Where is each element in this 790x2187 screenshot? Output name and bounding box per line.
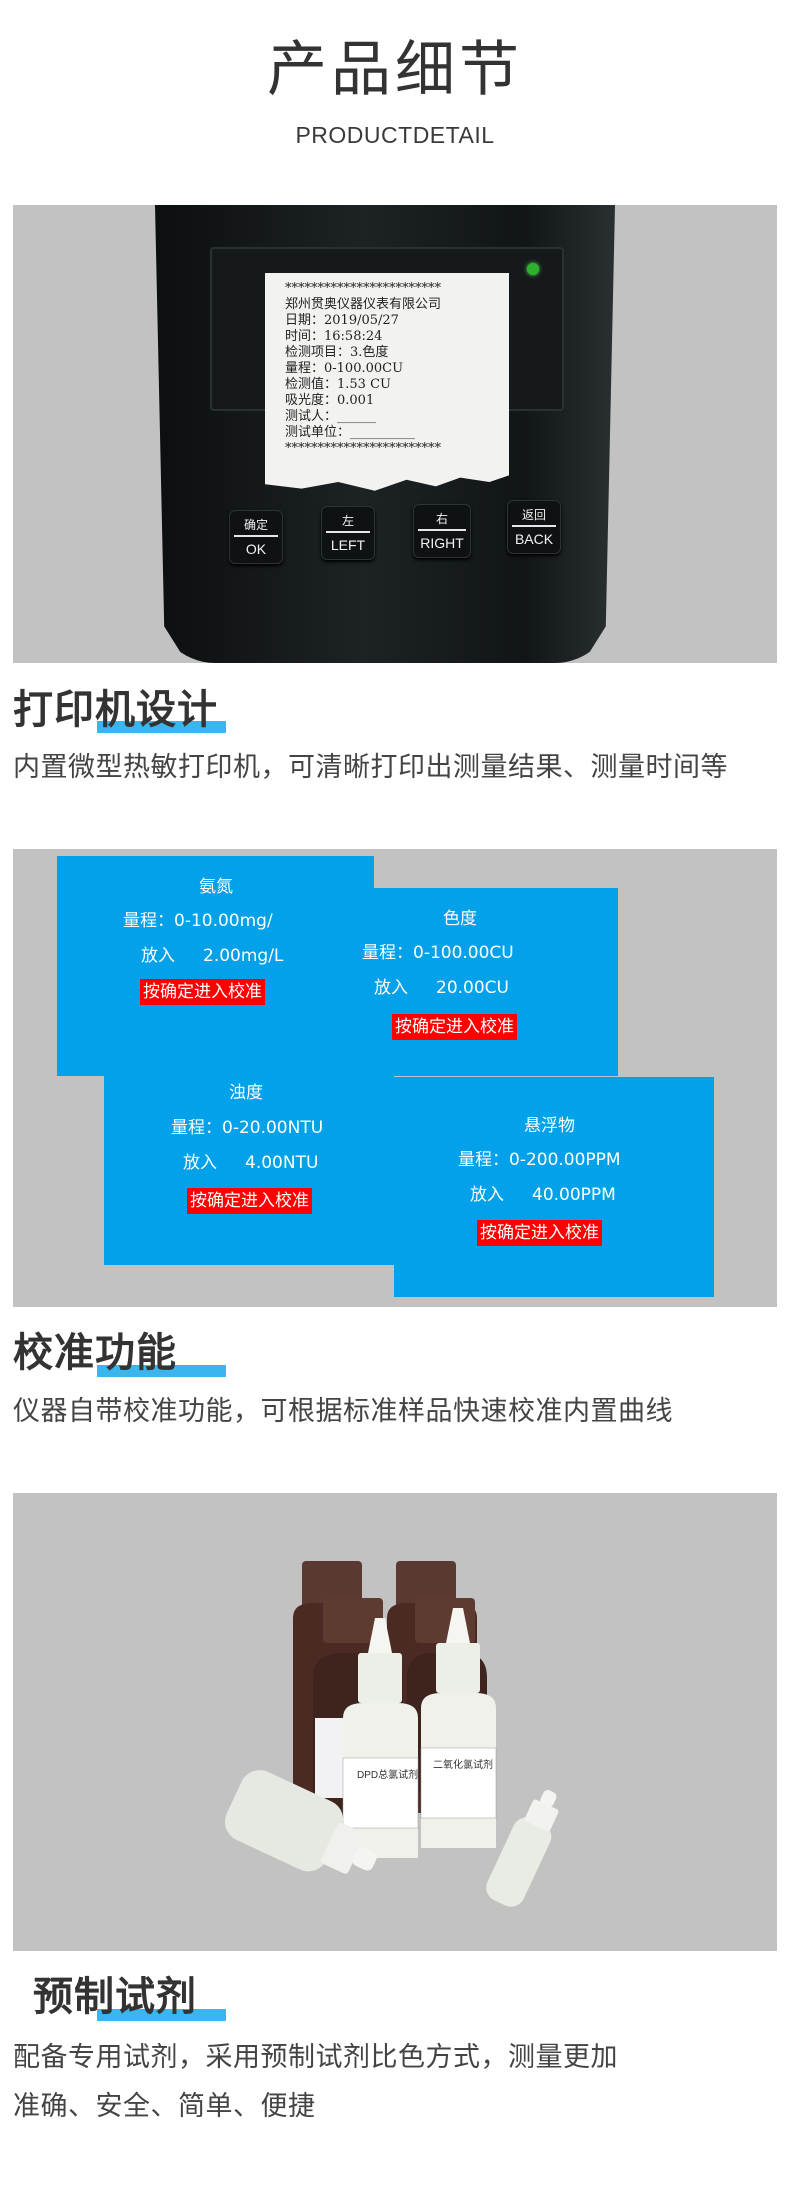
range-value: 0-20.00NTU bbox=[222, 1118, 324, 1138]
range-label: 量程： bbox=[123, 911, 174, 931]
enter-calibration-button[interactable]: 按确定进入校准 bbox=[140, 979, 265, 1005]
enter-calibration-button[interactable]: 按确定进入校准 bbox=[477, 1220, 602, 1246]
receipt-line: 测试单位：__________ bbox=[285, 425, 416, 440]
card-range-row: 量程：0-100.00CU bbox=[362, 942, 514, 964]
key-bottom-label: RIGHT bbox=[420, 535, 464, 551]
printer-device: ************************ 郑州贯奥仪器仪表有限公司 日期… bbox=[155, 205, 615, 663]
left-key: 左 LEFT bbox=[321, 506, 375, 560]
calibration-card-turbidity: 浊度 量程：0-20.00NTU 放入 4.00NTU 按确定进入校准 bbox=[104, 1076, 394, 1265]
receipt-line: 检测项目：3.色度 bbox=[285, 345, 389, 360]
receipt-line: 郑州贯奥仪器仪表有限公司 bbox=[285, 297, 442, 312]
page-title: 产品细节 bbox=[267, 35, 523, 105]
receipt-line: 量程：0-100.00CU bbox=[285, 361, 404, 376]
key-top-label: 确定 bbox=[243, 518, 268, 532]
receipt-line: ************************ bbox=[285, 281, 441, 296]
enter-calibration-button[interactable]: 按确定进入校准 bbox=[187, 1188, 312, 1214]
card-range-row: 量程：0-10.00mg/ bbox=[123, 910, 273, 932]
card-title: 浊度 bbox=[229, 1083, 263, 1103]
receipt-line: ************************ bbox=[285, 441, 441, 456]
receipt-line: 测试人：______ bbox=[285, 409, 377, 424]
key-divider bbox=[418, 529, 466, 531]
put-label: 放入 bbox=[141, 946, 175, 966]
calibration-card-color: 色度 量程：0-100.00CU 放入 20.00CU 按确定进入校准 bbox=[362, 888, 618, 1076]
section-description-printer: 内置微型热敏打印机，可清晰打印出测量结果、测量时间等 bbox=[13, 752, 728, 783]
put-label: 放入 bbox=[374, 978, 408, 998]
range-label: 量程： bbox=[171, 1118, 222, 1138]
heading-underline bbox=[97, 1365, 226, 1377]
key-top-label: 返回 bbox=[521, 508, 546, 522]
right-key: 右 RIGHT bbox=[413, 504, 471, 558]
page-subtitle: PRODUCTDETAIL bbox=[295, 122, 495, 148]
key-top-label: 左 bbox=[341, 514, 354, 528]
key-bottom-label: BACK bbox=[514, 531, 554, 547]
receipt-line: 吸光度：0.001 bbox=[285, 393, 375, 408]
printer-photo: ************************ 郑州贯奥仪器仪表有限公司 日期… bbox=[13, 205, 777, 663]
back-key: 返回 BACK bbox=[507, 500, 561, 554]
card-title: 悬浮物 bbox=[524, 1116, 575, 1136]
key-top-label: 右 bbox=[435, 512, 448, 526]
range-label: 量程： bbox=[362, 943, 413, 963]
reagents-photo: DPD总氯试剂 二氧化氯试剂 bbox=[13, 1493, 777, 1951]
put-label: 放入 bbox=[470, 1185, 504, 1205]
card-title: 氨氮 bbox=[199, 877, 233, 897]
card-put-row: 放入 4.00NTU bbox=[183, 1152, 318, 1174]
card-put-row: 放入 2.00mg/L bbox=[141, 945, 283, 967]
status-led-icon bbox=[527, 263, 539, 275]
heading-underline bbox=[97, 2009, 226, 2021]
receipt-line: 检测值：1.53 CU bbox=[285, 377, 391, 392]
card-range-row: 量程：0-20.00NTU bbox=[171, 1117, 323, 1139]
section-description-reagents-line1: 配备专用试剂，采用预制试剂比色方式，测量更加 bbox=[13, 2042, 618, 2073]
svg-text:DPD总氯试剂: DPD总氯试剂 bbox=[357, 1768, 418, 1781]
receipt-line: 日期：2019/05/27 bbox=[285, 313, 399, 328]
ok-key: 确定 OK bbox=[229, 510, 283, 564]
key-divider bbox=[512, 525, 556, 527]
svg-text:二氧化氯试剂: 二氧化氯试剂 bbox=[433, 1758, 493, 1771]
range-value: 0-200.00PPM bbox=[509, 1150, 621, 1170]
put-label: 放入 bbox=[183, 1153, 217, 1173]
section-description-reagents-line2: 准确、安全、简单、便捷 bbox=[13, 2091, 316, 2122]
card-put-row: 放入 40.00PPM bbox=[470, 1184, 616, 1206]
section-heading-reagents: 预制试剂 bbox=[33, 1974, 197, 2020]
printer-keypad: 确定 OK 左 LEFT 右 RIGHT 返回 BACK bbox=[155, 500, 615, 564]
key-divider bbox=[326, 531, 370, 533]
receipt-line: 时间：16:58:24 bbox=[285, 329, 383, 344]
section-heading-calibration: 校准功能 bbox=[13, 1330, 177, 1376]
range-value: 0-100.00CU bbox=[413, 943, 514, 963]
key-bottom-label: OK bbox=[245, 541, 267, 557]
put-value: 40.00PPM bbox=[532, 1185, 616, 1205]
key-divider bbox=[234, 535, 278, 537]
card-title: 色度 bbox=[443, 909, 477, 929]
put-value: 2.00mg/L bbox=[203, 946, 284, 966]
put-value: 4.00NTU bbox=[245, 1153, 319, 1173]
enter-calibration-button[interactable]: 按确定进入校准 bbox=[392, 1014, 517, 1040]
key-bottom-label: LEFT bbox=[330, 537, 366, 553]
reagent-bottles-icon: DPD总氯试剂 二氧化氯试剂 bbox=[224, 1561, 559, 1907]
calibration-card-suspended-solids: 悬浮物 量程：0-200.00PPM 放入 40.00PPM 按确定进入校准 bbox=[394, 1077, 714, 1297]
card-range-row: 量程：0-200.00PPM bbox=[458, 1149, 621, 1171]
heading-underline bbox=[97, 721, 226, 733]
calibration-card-ammonia: 氨氮 量程：0-10.00mg/ 放入 2.00mg/L 按确定进入校准 bbox=[57, 856, 374, 1076]
range-label: 量程： bbox=[458, 1150, 509, 1170]
section-heading-printer: 打印机设计 bbox=[13, 687, 218, 733]
section-description-calibration: 仪器自带校准功能，可根据标准样品快速校准内置曲线 bbox=[13, 1396, 673, 1427]
printed-receipt: ************************ 郑州贯奥仪器仪表有限公司 日期… bbox=[265, 273, 509, 491]
range-value: 0-10.00mg/ bbox=[174, 911, 273, 931]
put-value: 20.00CU bbox=[436, 978, 509, 998]
card-put-row: 放入 20.00CU bbox=[374, 977, 509, 999]
